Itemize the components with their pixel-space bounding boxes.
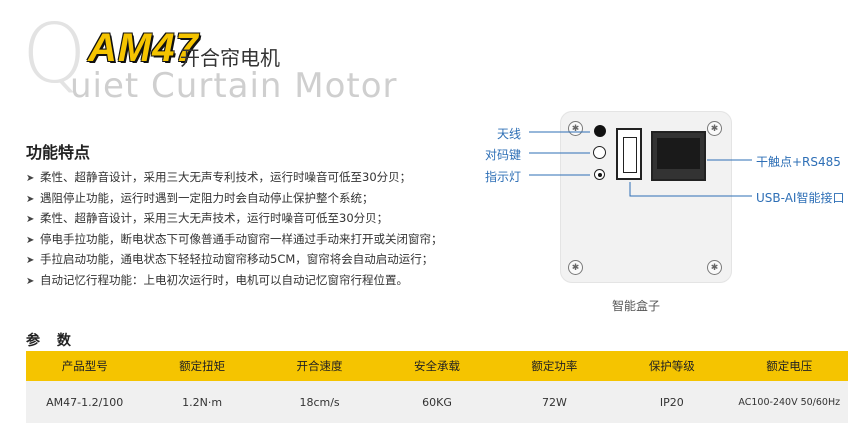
params-table: 产品型号 额定扭矩 开合速度 安全承载 额定功率 保护等级 额定电压 AM47-… (26, 351, 848, 423)
arrow-icon: ➤ (26, 275, 35, 287)
pair-button-icon (593, 146, 606, 159)
table-cell: 1.2N·m (143, 381, 261, 423)
col-header: 开合速度 (260, 351, 379, 381)
arrow-icon: ➤ (26, 255, 35, 267)
screw-icon: ✱ (707, 121, 722, 136)
feature-item: ➤停电手拉功能，断电状态下可像普通手动窗帘一样通过手动来打开或关闭窗帘； (26, 230, 443, 251)
antenna-label: 天线 (497, 127, 522, 141)
col-header: 保护等级 (613, 351, 731, 381)
table-header-row: 产品型号 额定扭矩 开合速度 安全承载 额定功率 保护等级 额定电压 (26, 351, 848, 381)
col-header: 产品型号 (26, 351, 144, 381)
usb-ai-label: USB-AI智能接口 (756, 191, 845, 205)
table-cell: 72W (495, 381, 614, 423)
feature-item: ➤柔性、超静音设计，采用三大无声专利技术，运行时噪音可低至30分贝； (26, 168, 443, 189)
params-title: 参 数 (26, 333, 77, 349)
english-subtitle: uiet Curtain Motor (70, 66, 398, 106)
usb-port-icon (616, 128, 642, 180)
screw-icon: ✱ (707, 260, 722, 275)
col-header: 额定功率 (495, 351, 614, 381)
feature-item: ➤遇阻停止功能，运行时遇到一定阻力时会自动停止保护整个系统； (26, 189, 443, 210)
features-title: 功能特点 (26, 143, 91, 162)
arrow-icon: ➤ (26, 234, 35, 246)
rs485-port-icon (651, 131, 706, 181)
col-header: 额定扭矩 (143, 351, 261, 381)
table-cell: 18cm/s (260, 381, 379, 423)
arrow-icon: ➤ (26, 214, 35, 226)
feature-item: ➤手拉启动功能，通电状态下轻轻拉动窗帘移动5CM，窗帘将会自动启动运行； (26, 250, 443, 271)
device-caption: 智能盒子 (612, 299, 661, 313)
feature-item: ➤自动记忆行程功能：上电初次运行时，电机可以自动记忆窗帘行程位置。 (26, 271, 443, 292)
table-row: AM47-1.2/100 1.2N·m 18cm/s 60KG 72W IP20… (26, 381, 848, 423)
indicator-light-label: 指示灯 (485, 170, 522, 184)
table-cell: 60KG (378, 381, 496, 423)
col-header: 额定电压 (730, 351, 848, 381)
rs485-label: 干触点+RS485 (756, 155, 841, 169)
model-chinese-name: 开合帘电机 (180, 46, 280, 70)
model-name: AM47 (88, 26, 199, 70)
feature-item: ➤柔性、超静音设计，采用三大无声技术，运行时噪音可低至30分贝； (26, 209, 443, 230)
col-header: 安全承载 (378, 351, 496, 381)
antenna-icon (594, 125, 606, 137)
table-cell: IP20 (613, 381, 731, 423)
table-cell: AM47-1.2/100 (26, 381, 144, 423)
screw-icon: ✱ (568, 260, 583, 275)
feature-list: ➤柔性、超静音设计，采用三大无声专利技术，运行时噪音可低至30分贝； ➤遇阻停止… (26, 168, 443, 292)
decorative-q-letter: Q (22, 7, 87, 102)
arrow-icon: ➤ (26, 173, 35, 184)
table-cell: AC100-240V 50/60Hz (730, 381, 848, 423)
indicator-light-icon (594, 169, 605, 180)
pair-button-label: 对码键 (485, 148, 522, 162)
arrow-icon: ➤ (26, 193, 35, 205)
